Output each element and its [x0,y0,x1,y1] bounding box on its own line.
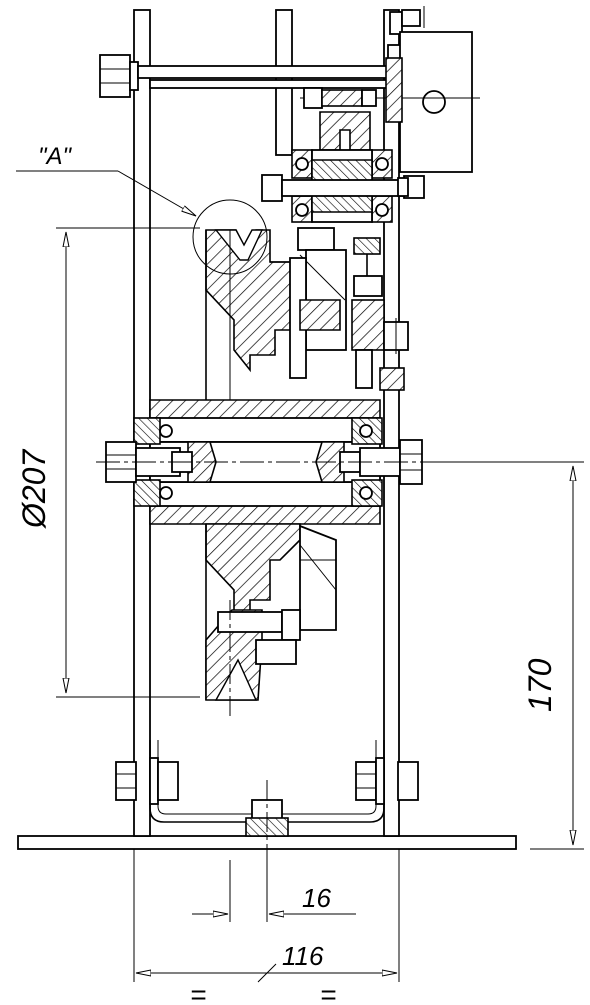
upper-bearing-block [261,111,425,223]
bottom-bolt-right [355,757,419,805]
pulley-lower-half [205,523,337,720]
bottom-center-bolt [245,780,289,860]
central-hub [133,399,383,525]
dimension-offset: 16 [192,860,356,922]
dimension-height: 170 [438,461,584,850]
equal-mark-left: = [190,979,206,1005]
motor-housing [300,31,480,173]
frame-right-plate [383,9,400,837]
bottom-bolt-left [115,757,179,805]
dimension-diameter: Ø207 [16,227,200,698]
detail-callout: "A" [16,143,268,275]
equal-mark-right: = [320,979,336,1005]
callout-label: "A" [38,143,73,170]
width-label: 116 [282,941,324,971]
axle-bolt [96,439,440,485]
diameter-label: Ø207 [16,449,52,529]
offset-label: 16 [302,883,331,913]
pulley-upper-half [205,229,341,400]
height-label: 170 [522,658,558,712]
dimension-width: 116 = = [133,849,400,1005]
